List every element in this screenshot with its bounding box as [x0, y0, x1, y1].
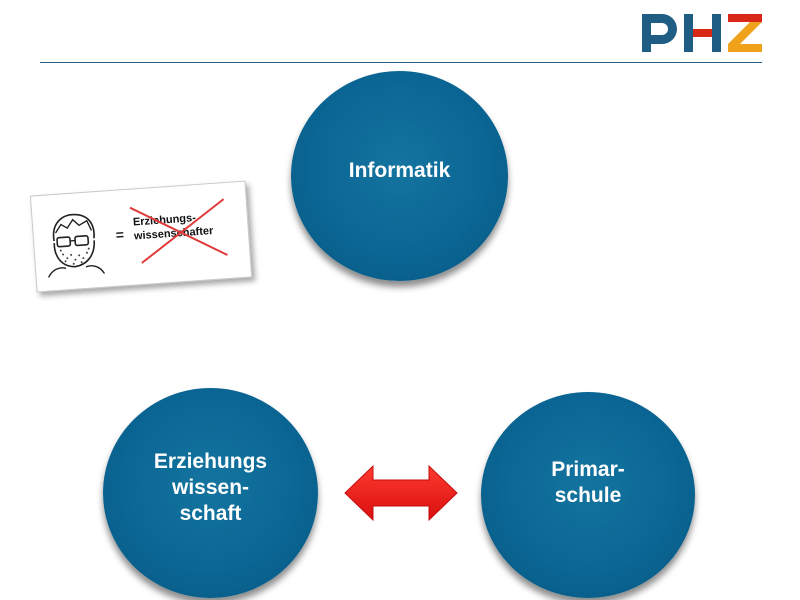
inset-card: = Erziehungs- wissenschafter: [29, 180, 253, 293]
header-rule: [40, 62, 762, 63]
equals-sign: =: [115, 226, 125, 243]
node-primarschule: Primar- schule: [481, 392, 695, 598]
node-informatik: Informatik: [291, 71, 508, 281]
face-sketch-icon: [47, 213, 106, 278]
double-arrow-connector: [344, 464, 458, 522]
phz-logo: [642, 14, 762, 52]
node-erziehungswissenschaft: Erziehungs wissen- schaft: [103, 388, 318, 598]
node-label: Informatik: [348, 159, 451, 182]
node-label: Erziehungs wissen- schaft: [153, 450, 268, 525]
node-label: Primar- schule: [551, 458, 625, 507]
cross-out-icon: [129, 198, 228, 264]
